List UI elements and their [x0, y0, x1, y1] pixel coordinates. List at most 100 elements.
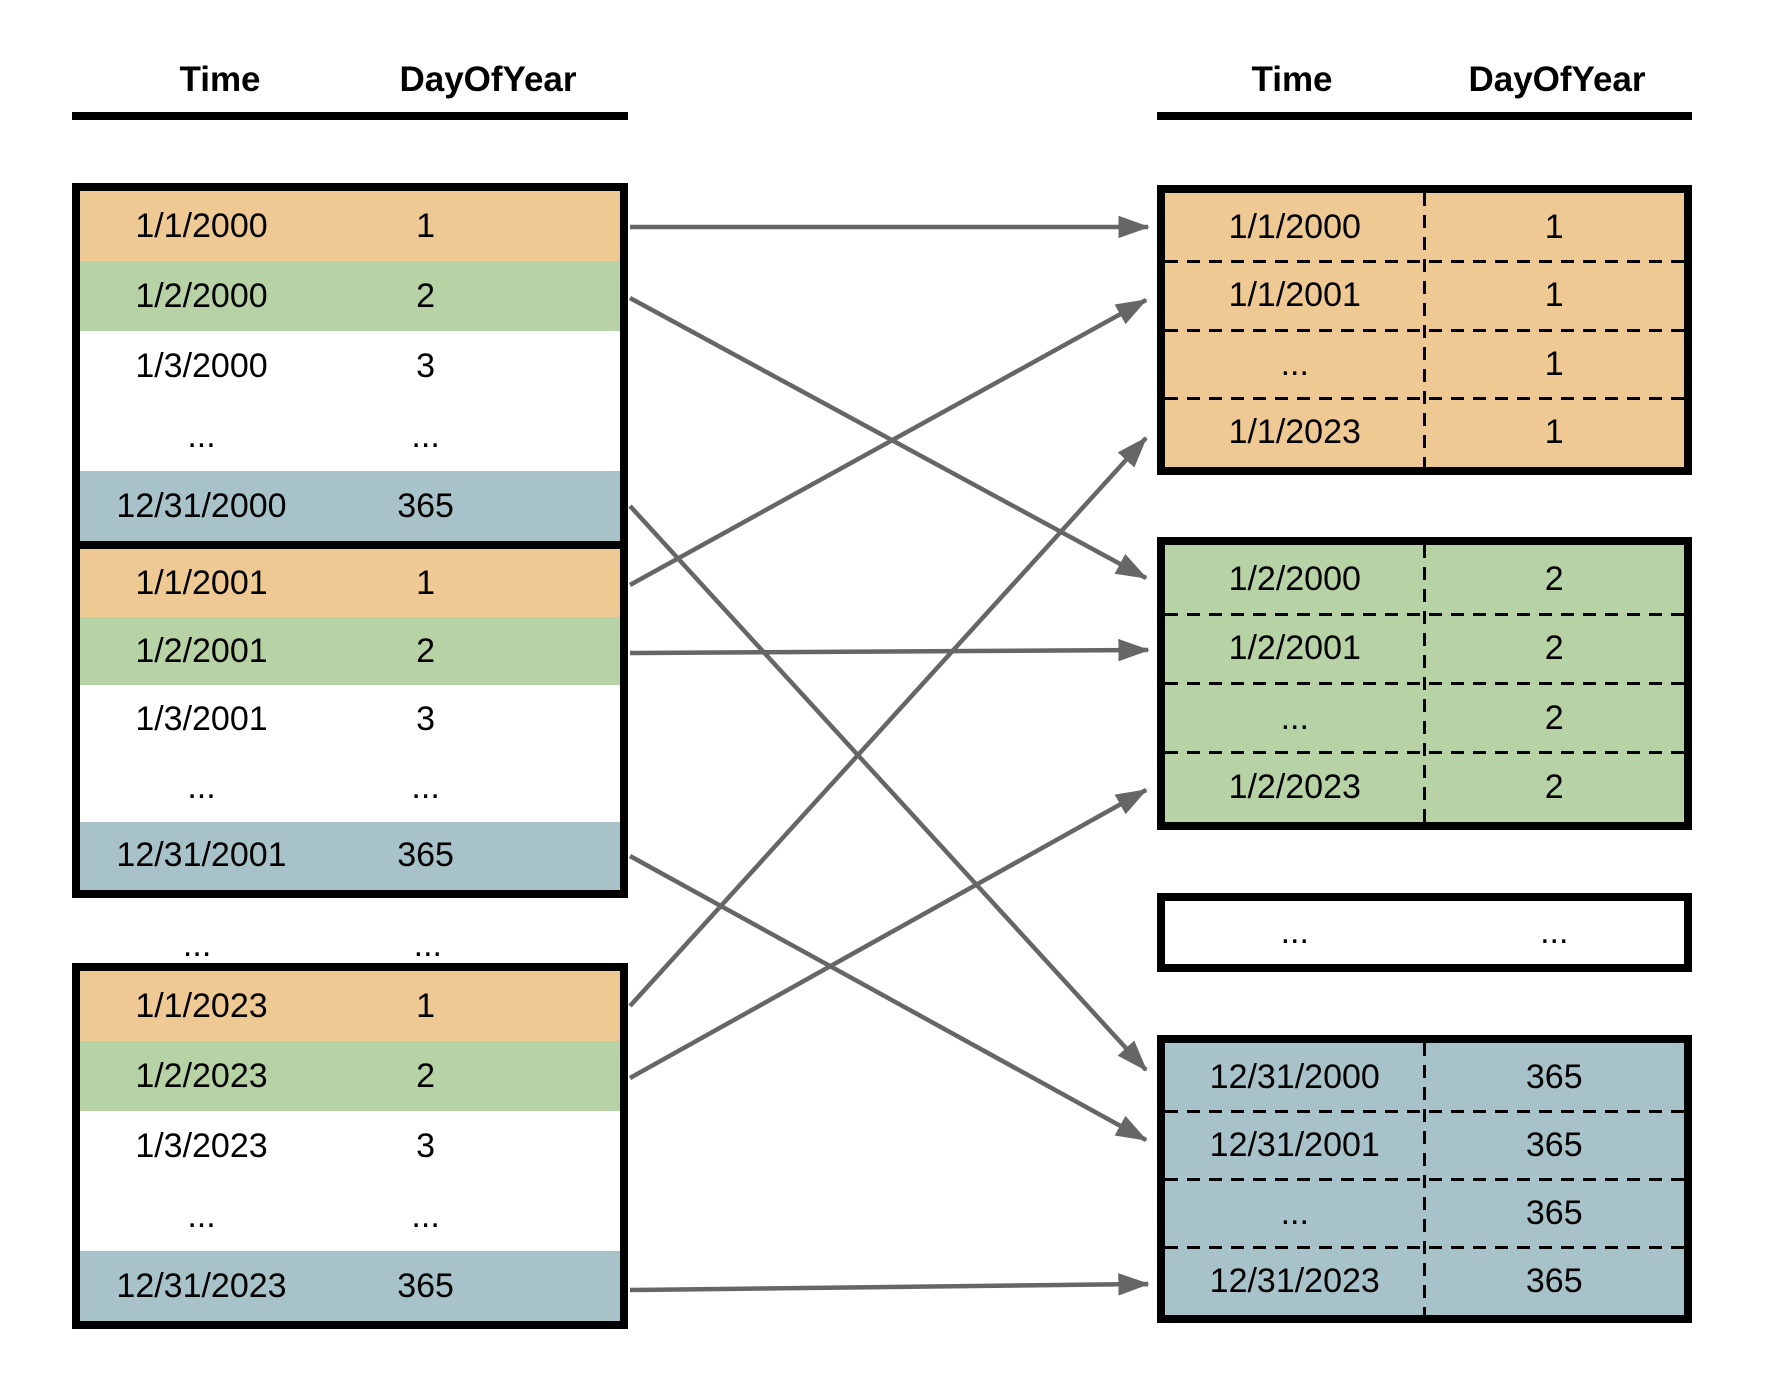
day-cell: 2 [1544, 560, 1564, 599]
day-cell: 365 [397, 836, 454, 875]
time-cell: 12/31/2000 [1209, 1057, 1380, 1096]
table-row: 1/3/2023 3 [80, 1111, 620, 1181]
time-cell: 12/31/2000 [116, 486, 287, 525]
time-cell: ... [187, 1196, 216, 1235]
mapping-arrow [628, 854, 1148, 1142]
table-row: 1/2/2000 2 [1165, 545, 1684, 614]
day-cell: 1 [416, 986, 436, 1025]
day-cell: 365 [1525, 1125, 1583, 1164]
table-row: 1/1/2000 1 [80, 191, 620, 261]
day-cell: 3 [416, 346, 436, 385]
table-row-ellipsis: ... 365 [1165, 1177, 1684, 1247]
day-cell: 1 [1544, 413, 1564, 452]
time-cell: ... [1280, 913, 1309, 951]
table-row: 1/3/2001 3 [80, 685, 620, 754]
table-row: 1/3/2000 3 [80, 331, 620, 401]
table-row: 1/2/2001 2 [1165, 612, 1684, 683]
right-time-header: Time [1251, 60, 1333, 99]
day-cell: ... [413, 925, 442, 964]
day-cell: 2 [416, 631, 436, 670]
table-row: 12/31/2023 365 [1165, 1245, 1684, 1315]
day-cell: 1 [1544, 344, 1564, 383]
day-cell: 2 [416, 276, 436, 315]
mapping-arrow [629, 638, 1150, 662]
day-cell: 3 [416, 700, 436, 738]
table-row: 1/2/2023 2 [1165, 751, 1684, 822]
table-row-ellipsis: ... 2 [1165, 681, 1684, 753]
right-dayofyear-header: DayOfYear [1468, 60, 1646, 99]
table-row: 1/1/2001 1 [1165, 260, 1684, 331]
day-cell: 2 [1544, 767, 1564, 806]
left-table-year-2001: 1/1/2001 1 1/2/2001 2 1/3/2001 3 ... ...… [72, 541, 628, 898]
left-time-header: Time [179, 60, 261, 99]
time-cell: 1/2/2023 [135, 1056, 268, 1095]
time-cell: ... [187, 768, 216, 807]
table-row: 12/31/2000 365 [80, 471, 620, 541]
time-cell: 12/31/2023 [116, 1266, 287, 1305]
day-cell: 1 [416, 563, 436, 602]
time-cell: ... [1280, 1193, 1309, 1232]
right-table-day-1: 1/1/2000 1 1/1/2001 1 ... 1 1/1/2023 1 [1157, 185, 1692, 475]
time-cell: 1/3/2023 [135, 1126, 268, 1165]
table-row-ellipsis: ... ... [1165, 901, 1684, 964]
day-cell: 365 [1525, 1057, 1583, 1096]
time-cell: 1/3/2001 [135, 700, 268, 738]
table-row: 12/31/2001 365 [80, 821, 620, 891]
mapping-arrow [628, 504, 1148, 1072]
day-cell: ... [411, 768, 440, 807]
time-cell: 1/1/2000 [135, 206, 268, 245]
time-cell: 12/31/2001 [116, 836, 287, 875]
time-cell: 1/3/2000 [135, 346, 268, 385]
table-row: 1/2/2000 2 [80, 261, 620, 331]
time-cell: 12/31/2001 [1209, 1125, 1380, 1164]
day-cell: ... [1540, 913, 1569, 951]
time-cell: 1/2/2001 [135, 631, 268, 670]
time-cell: 1/2/2000 [135, 276, 268, 315]
right-table-ellipsis: ... ... [1157, 893, 1692, 972]
mapping-arrow [628, 296, 1148, 580]
mapping-arrow [628, 436, 1148, 1008]
time-cell: ... [187, 416, 216, 455]
time-cell: 12/31/2023 [1209, 1261, 1380, 1300]
day-cell: 1 [416, 206, 436, 245]
time-cell: ... [182, 925, 212, 964]
day-cell: 365 [1525, 1193, 1583, 1232]
time-cell: 1/1/2001 [1228, 276, 1361, 315]
table-row: 12/31/2001 365 [1165, 1109, 1684, 1179]
time-cell: 1/1/2000 [1228, 207, 1361, 246]
day-cell: 1 [1544, 207, 1564, 246]
mapping-arrow [629, 1273, 1150, 1296]
day-cell: 2 [1544, 629, 1564, 668]
day-cell: ... [411, 1196, 440, 1235]
day-cell: 1 [1544, 276, 1564, 315]
time-cell: 1/1/2001 [135, 563, 268, 602]
time-cell: 1/2/2001 [1228, 629, 1361, 668]
day-cell: 365 [397, 1266, 454, 1305]
day-cell: 2 [1544, 698, 1564, 737]
day-cell: 2 [416, 1056, 436, 1095]
right-table-day-365: 12/31/2000 365 12/31/2001 365 ... 365 12… [1157, 1035, 1692, 1323]
table-row: 12/31/2023 365 [80, 1251, 620, 1321]
table-row: 1/1/2023 1 [1165, 397, 1684, 468]
time-cell: 1/1/2023 [135, 986, 268, 1025]
table-row: 1/1/2000 1 [1165, 193, 1684, 262]
time-cell: 1/2/2023 [1228, 767, 1361, 806]
day-cell: 3 [416, 1126, 436, 1165]
table-row-ellipsis: ... 1 [1165, 328, 1684, 399]
table-row: 12/31/2000 365 [1165, 1043, 1684, 1111]
day-cell: 365 [1525, 1261, 1583, 1300]
day-cell: 365 [397, 486, 454, 525]
time-cell: 1/2/2000 [1228, 560, 1361, 599]
table-row-ellipsis: ... ... [80, 753, 620, 822]
right-header-rule [1157, 112, 1692, 120]
time-cell: ... [1280, 698, 1309, 737]
mapping-arrow [628, 788, 1148, 1080]
day-cell: ... [411, 416, 440, 455]
left-table-year-2023: 1/1/2023 1 1/2/2023 2 1/3/2023 3 ... ...… [72, 963, 628, 1329]
right-table-day-2: 1/2/2000 2 1/2/2001 2 ... 2 1/2/2023 2 [1157, 537, 1692, 830]
table-row: 1/2/2001 2 [80, 617, 620, 686]
table-row-ellipsis: ... ... [80, 1181, 620, 1251]
time-cell: ... [1280, 344, 1309, 383]
left-dayofyear-header: DayOfYear [399, 60, 577, 99]
